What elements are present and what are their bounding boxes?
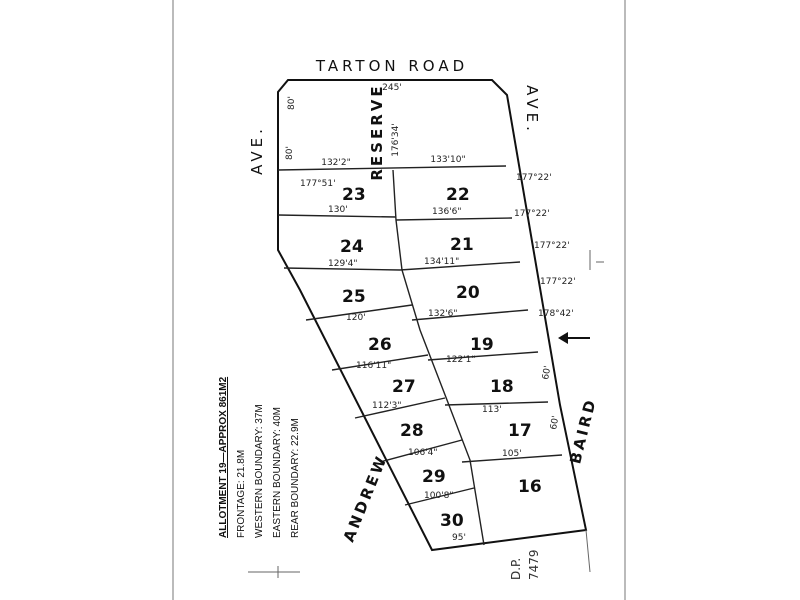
dim-east-bearing: 177°22' (514, 209, 550, 219)
lot-number: 21 (450, 235, 474, 255)
dim-reserve-left: 132'2" (321, 158, 351, 168)
lot-line-26-27 (331, 354, 429, 371)
lot-line-17-16 (461, 454, 563, 463)
arrow-left-icon (558, 332, 590, 344)
lot-number: 28 (400, 421, 424, 441)
lot-number: 20 (456, 283, 480, 303)
lot-line-22-21 (395, 217, 513, 221)
dim-l29-width: 100'8" (424, 491, 454, 501)
dim-l23-width: 130' (328, 205, 348, 215)
dim-l22-width: 136'6" (432, 207, 462, 217)
dim-east-bearing: 177°22' (516, 173, 552, 183)
lot-line-19-18 (427, 351, 539, 361)
dim-front: 80' (287, 96, 297, 110)
dim-l24-width: 129'4" (328, 259, 358, 269)
dim-l21-width: 134'11" (424, 257, 459, 267)
lot-number: 30 (440, 511, 464, 531)
road-name-southwest: ANDREW (340, 452, 392, 545)
lot-number: 23 (342, 185, 366, 205)
allotment-western: WESTERN BOUNDARY: 37M (254, 404, 265, 538)
dim-east-bearing: 177°22' (540, 277, 576, 287)
lot-number: 27 (392, 377, 416, 397)
allotment-frontage: FRONTAGE: 21.8M (236, 450, 247, 538)
lot-number: 29 (422, 467, 446, 487)
dim-east-bearing: 177°22' (534, 241, 570, 251)
lot-line-25-26 (305, 304, 413, 321)
dim-l23-bearing: 177°51' (300, 179, 336, 189)
lot-line-20-19 (411, 309, 529, 321)
reserve-label: RESERVE (368, 83, 386, 180)
dim-east-bearing: 178°42' (538, 309, 574, 319)
lot-line-18-17 (444, 401, 549, 406)
allotment-eastern: EASTERN BOUNDARY: 40M (272, 407, 283, 538)
dim-l26-width: 116'11" (356, 361, 391, 371)
lot-line-27-28 (354, 397, 446, 419)
dim-front: 80' (285, 146, 295, 160)
dim-front: 60' (541, 365, 553, 380)
allotment-info: ALLOTMENT 19—APPROX 861M2 FRONTAGE: 21.8… (218, 376, 301, 538)
road-name-north: TARTON ROAD (315, 57, 468, 75)
dim-l25-width: 120' (346, 313, 366, 323)
allotment-title: ALLOTMENT 19—APPROX 861M2 (218, 376, 229, 538)
lot-number: 18 (490, 377, 514, 397)
dim-l18-width: 113' (482, 405, 502, 415)
lot-line-24-25 (283, 267, 401, 271)
dim-top-frontage: 245' (382, 83, 402, 93)
lot-number: 16 (518, 477, 542, 497)
dim-front: 60' (549, 415, 561, 430)
dim-l28-width: 106'4" (408, 448, 438, 458)
dim-l20-width: 132'6" (428, 309, 458, 319)
reserve-south-line (277, 165, 507, 171)
dim-l19-width: 122'1" (446, 355, 476, 365)
road-name-southeast: BAIRD (566, 396, 600, 466)
lot-line-28-29 (379, 439, 463, 463)
lot-number: 25 (342, 287, 366, 307)
dim-reserve-right: 133'10" (430, 155, 465, 165)
allotment-rear: REAR BOUNDARY: 22.9M (290, 418, 301, 538)
road-name-west: AVE. (248, 125, 266, 175)
lot-number: 26 (368, 335, 392, 355)
deposited-plan-number: 7479 (527, 549, 541, 580)
dim-l17-width: 105' (502, 449, 522, 459)
deposited-plan-prefix: D.P. (509, 558, 523, 580)
lot-number: 24 (340, 237, 364, 257)
lot-number: 19 (470, 335, 494, 355)
road-name-east: AVE. (523, 85, 541, 135)
southeast-road-edge (585, 529, 591, 573)
lot-line-29-30 (404, 487, 475, 506)
subdivision-boundary (277, 79, 588, 552)
reserve-depth: 176'34' (391, 123, 401, 157)
dim-l27-width: 112'3" (372, 401, 402, 411)
lot-line-21-20 (399, 261, 521, 271)
lot-number: 22 (446, 185, 470, 205)
lot-number: 17 (508, 421, 532, 441)
lot-line-23-24 (277, 214, 397, 218)
dim-l30-width: 95' (452, 533, 466, 543)
